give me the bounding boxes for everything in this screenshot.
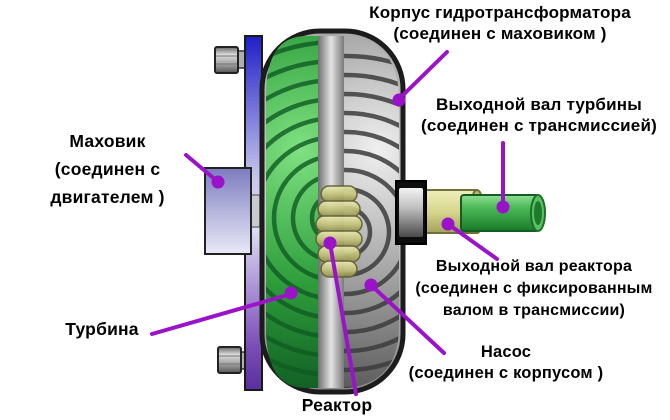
turbine-output-shaft [460, 194, 546, 232]
callout-flywheel-line [184, 153, 219, 183]
callout-dots [211, 93, 510, 300]
callout-reactor-shaft-line [446, 222, 499, 261]
label-turbine-shaft-line1: Выходной вал турбины [436, 95, 642, 114]
label-turbine-shaft-line2: (соединен с трансмиссией) [421, 116, 657, 135]
label-housing-line1: Корпус гидротрансформатора [369, 3, 631, 22]
label-turbine: Турбина [42, 319, 162, 340]
callout-turbine-shaft-dot [496, 200, 510, 214]
callout-turbine-dot [284, 286, 298, 300]
callout-pump-dot [364, 278, 378, 292]
reactor-rings [315, 185, 363, 278]
label-pump-line2: (соединен с корпусом ) [408, 364, 604, 382]
label-reactor-shaft-line2: (соединен с фиксированным [415, 280, 653, 297]
label-reactor-line1: Реактор [301, 395, 373, 415]
label-reactor: Реактор [281, 395, 393, 416]
label-turbine-line1: Турбина [65, 319, 139, 339]
callout-reactor-line [328, 241, 358, 396]
label-reactor-shaft-line3: валом в трансмиссии) [442, 302, 626, 319]
label-flywheel-line3: двигателем ) [50, 187, 165, 207]
label-reactor-shaft-line1: Выходной вал реактора [435, 258, 633, 275]
callout-housing-dot [392, 93, 406, 107]
label-flywheel-line1: Маховик [69, 131, 146, 151]
turbine-blades [266, 39, 318, 388]
callout-reactor-shaft-dot [441, 217, 455, 231]
label-pump: Насос (соединен с корпусом ) [392, 342, 620, 384]
label-housing: Корпус гидротрансформатора (соединен с м… [339, 2, 661, 44]
label-pump-line1: Насос [480, 343, 532, 361]
callout-flywheel-dot [211, 175, 225, 189]
label-flywheel-line2: (соединен с [54, 159, 161, 179]
label-flywheel: Маховик (соединен с двигателем ) [15, 127, 200, 211]
label-turbine-shaft: Выходной вал турбины (соединен с трансми… [406, 94, 670, 136]
callout-pump-line [369, 283, 446, 355]
callout-reactor-dot [323, 236, 337, 250]
turbine-half [266, 36, 318, 388]
label-reactor-shaft: Выходной вал реактора (соединен с фиксир… [398, 256, 670, 322]
callout-lines [150, 50, 505, 396]
label-housing-line2: (соединен с маховиком ) [393, 24, 607, 43]
flywheel-bolt-top [214, 46, 248, 74]
callout-housing-line [397, 50, 449, 101]
callout-turbine-line [150, 292, 293, 336]
pump-hub [395, 180, 427, 245]
